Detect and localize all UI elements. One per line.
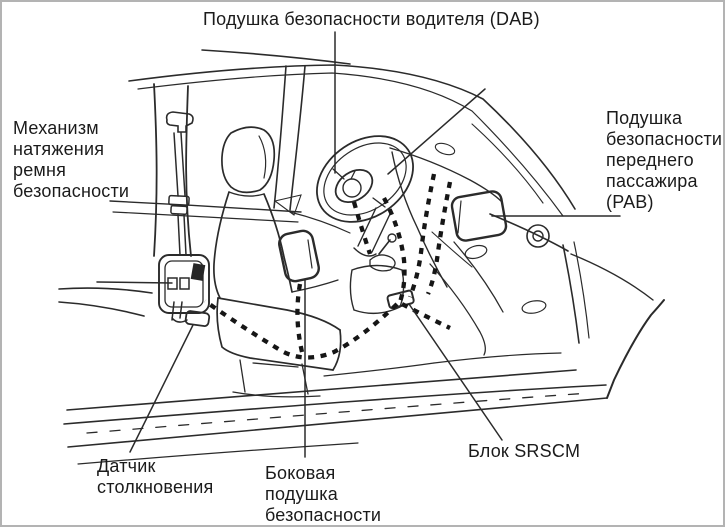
leader-dab-diagonal: [387, 88, 486, 175]
dash-knob: [526, 224, 550, 248]
label-line: Механизм: [13, 118, 99, 138]
leader-lines: [96, 31, 621, 458]
steering-wheel: [316, 135, 414, 257]
collision-sensor-unit: [184, 310, 211, 327]
car-body-outline: [58, 49, 665, 465]
label-line: пассажира: [606, 171, 698, 191]
leader-crash-sensor: [129, 324, 194, 453]
label-belt-pretensioner: Механизм натяжения ремня безопасности: [13, 118, 129, 202]
label-line: ремня: [13, 160, 67, 180]
label-line: Боковая: [265, 463, 336, 483]
leader-srscm: [408, 303, 503, 441]
pab-module: [450, 190, 508, 242]
label-line: Подушка: [606, 108, 683, 128]
seatbelt-pretensioner: [158, 111, 210, 323]
label-line: Датчик: [97, 456, 156, 476]
label-srscm-unit: Блок SRSCM: [468, 441, 580, 462]
label-driver-airbag: Подушка безопасности водителя (DAB): [203, 9, 540, 30]
label-collision-sensor: Датчик столкновения: [97, 455, 214, 497]
label-text: Подушка безопасности водителя (DAB): [203, 9, 540, 29]
label-line: столкновения: [97, 477, 214, 497]
dashboard: [349, 142, 550, 356]
label-line: (PAB): [606, 192, 654, 212]
label-side-airbag: Боковая подушка безопасности: [265, 462, 381, 525]
label-line: переднего: [606, 150, 694, 170]
label-line: безопасности: [606, 129, 723, 149]
label-line: натяжения: [13, 139, 105, 159]
leader-pretensioner: [96, 281, 173, 284]
wiring-harness: [203, 173, 453, 360]
side-airbag-module: [278, 229, 320, 283]
label-passenger-airbag: Подушка безопасности переднего пассажира…: [606, 108, 722, 213]
label-line: подушка: [265, 484, 338, 504]
label-line: безопасности: [13, 181, 130, 201]
label-text: Блок SRSCM: [468, 441, 581, 461]
label-line: безопасности: [265, 505, 382, 525]
